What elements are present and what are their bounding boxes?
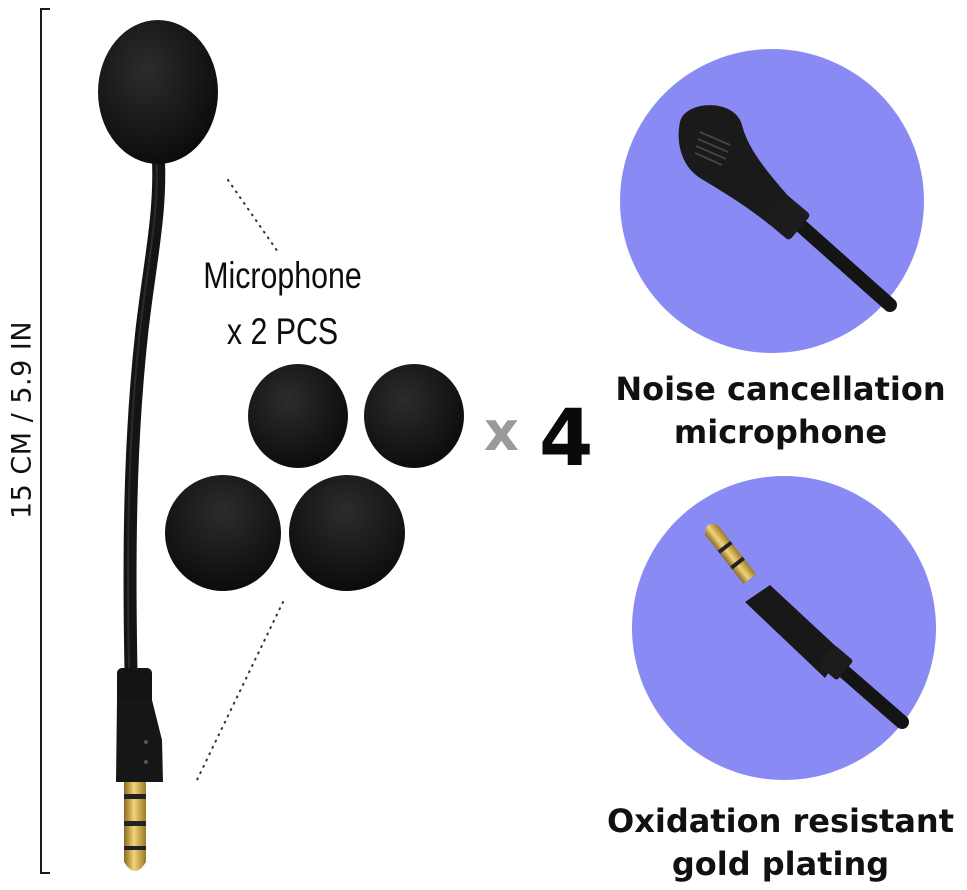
dotted-guide-lines <box>195 179 284 783</box>
microphone-label-line1: Microphone <box>203 255 362 296</box>
foam-cover-1 <box>248 364 348 468</box>
foam-cover-2 <box>364 364 464 468</box>
foam-covers <box>164 364 464 591</box>
dimension-bracket <box>40 8 50 874</box>
noise-cancellation-illustration <box>620 49 924 353</box>
feature-caption-line2: microphone <box>673 413 888 451</box>
foam-multiplier-sign: x <box>484 400 519 463</box>
plug-boot-top <box>117 668 152 708</box>
mic-foam-head <box>98 20 218 164</box>
microphone-quantity-label: Microphone x 2 PCS <box>182 248 383 360</box>
feature-caption-line1: Noise cancellation <box>615 370 946 408</box>
gold-plating-illustration <box>632 476 936 780</box>
feature-caption-gold-plating: Oxidation resistant gold plating <box>598 800 963 886</box>
feature-caption-line2: gold plating <box>671 845 890 883</box>
foam-cover-4 <box>289 475 405 591</box>
plug-tip <box>124 850 146 871</box>
feature-caption-line1: Oxidation resistant <box>607 802 954 840</box>
foam-count: 4 <box>539 394 594 484</box>
feature-caption-noise-cancellation: Noise cancellation microphone <box>598 368 963 454</box>
microphone-label-line2: x 2 PCS <box>226 311 339 352</box>
microphone-illustration <box>98 20 218 871</box>
plug-boot <box>116 700 163 782</box>
foam-cover-3 <box>164 475 281 591</box>
